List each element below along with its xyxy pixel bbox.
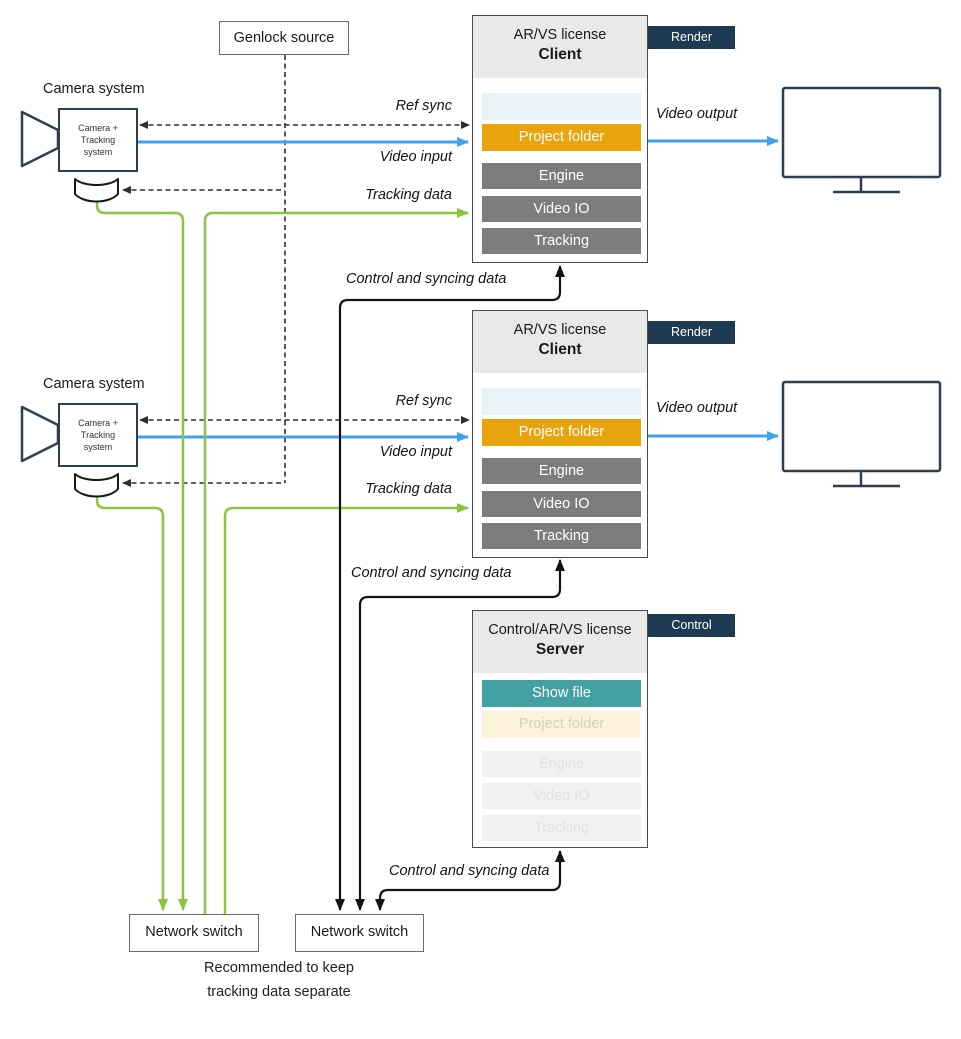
camera-body-line: Tracking — [80, 429, 116, 440]
edge-label-video-input-1: Video input — [379, 149, 452, 165]
edge-label-control-sync-2: Control and syncing data — [351, 565, 512, 581]
render-tag-2: Render — [648, 321, 735, 344]
client-header-1: AR/VS license Client — [473, 16, 647, 78]
row-engine: Engine — [482, 163, 641, 189]
network-switch-box-2: Network switch — [295, 914, 424, 952]
row-video-io: Video IO — [482, 491, 641, 517]
server-box: Control/AR/VS license Server Show file P… — [472, 610, 648, 848]
edge-label-tracking-data-1: Tracking data — [365, 187, 452, 203]
tracking-to-switch-arrow-2 — [95, 495, 168, 911]
control-sync-arrow-server — [375, 850, 565, 911]
tracking-data-arrow-2 — [223, 503, 469, 914]
camera-body-line: system — [83, 442, 113, 453]
note-line-2: tracking data separate — [207, 984, 351, 1000]
row-engine: Engine — [482, 458, 641, 484]
note-text: Recommended to keep tracking data separa… — [148, 956, 410, 1004]
row-show-file: Show file — [482, 680, 641, 707]
genlock-source-box: Genlock source — [219, 21, 349, 55]
camera-body-line: Camera + — [78, 417, 118, 428]
monitor-icon-2 — [781, 380, 942, 488]
server-role-label: Server — [535, 641, 585, 658]
edge-label-video-output-2: Video output — [656, 400, 738, 416]
camera-body-line: system — [83, 147, 113, 158]
genlock-source-label: Genlock source — [233, 30, 335, 46]
row-project-folder-inactive: Project folder — [482, 711, 641, 738]
edge-label-control-sync-1: Control and syncing data — [346, 271, 507, 287]
tracking-to-switch-arrow-1 — [95, 200, 188, 911]
client-header-2: AR/VS license Client — [473, 311, 647, 373]
monitor-icon-1 — [781, 86, 942, 194]
control-sync-arrow-client2 — [355, 559, 565, 911]
camera-system-label-2: Camera system — [43, 376, 145, 392]
row-tracking: Tracking — [482, 523, 641, 549]
note-line-1: Recommended to keep — [204, 960, 354, 976]
camera-system-label-1: Camera system — [43, 81, 145, 97]
client-license-label: AR/VS license — [513, 27, 607, 43]
camera-body-2: Camera + Tracking system — [58, 403, 138, 467]
camera-sensor-icon-1 — [74, 178, 119, 203]
row-tracking: Tracking — [482, 228, 641, 254]
row-engine-inactive: Engine — [482, 751, 641, 777]
row-video-io: Video IO — [482, 196, 641, 222]
network-switch-box-1: Network switch — [129, 914, 259, 952]
camera-body-1: Camera + Tracking system — [58, 108, 138, 172]
camera-sensor-icon-2 — [74, 473, 119, 498]
client-license-label: AR/VS license — [513, 322, 607, 338]
row-project-folder: Project folder — [482, 124, 641, 151]
edge-label-ref-sync-1: Ref sync — [395, 98, 452, 114]
client-role-label: Client — [538, 46, 582, 63]
client-role-label: Client — [538, 341, 582, 358]
control-tag: Control — [648, 614, 735, 637]
server-header: Control/AR/VS license Server — [473, 611, 647, 673]
row-video-io-inactive: Video IO — [482, 783, 641, 809]
edge-label-control-sync-3: Control and syncing data — [389, 863, 550, 879]
camera-body-line: Camera + — [78, 122, 118, 133]
row-project-folder: Project folder — [482, 419, 641, 446]
row-show-file-slot — [482, 388, 641, 415]
edge-label-video-output-1: Video output — [656, 106, 738, 122]
edge-label-ref-sync-2: Ref sync — [395, 393, 452, 409]
row-show-file-slot — [482, 93, 641, 120]
edge-label-tracking-data-2: Tracking data — [365, 481, 452, 497]
server-license-label: Control/AR/VS license — [488, 622, 632, 638]
row-tracking-inactive: Tracking — [482, 815, 641, 841]
camera-body-line: Tracking — [80, 134, 116, 145]
client-box-2: AR/VS license Client Project folder Engi… — [472, 310, 648, 558]
tracking-data-arrow-1 — [203, 208, 469, 914]
control-sync-arrow-client1 — [335, 265, 565, 911]
edge-label-video-input-2: Video input — [379, 444, 452, 460]
client-box-1: AR/VS license Client Project folder Engi… — [472, 15, 648, 263]
render-tag-1: Render — [648, 26, 735, 49]
